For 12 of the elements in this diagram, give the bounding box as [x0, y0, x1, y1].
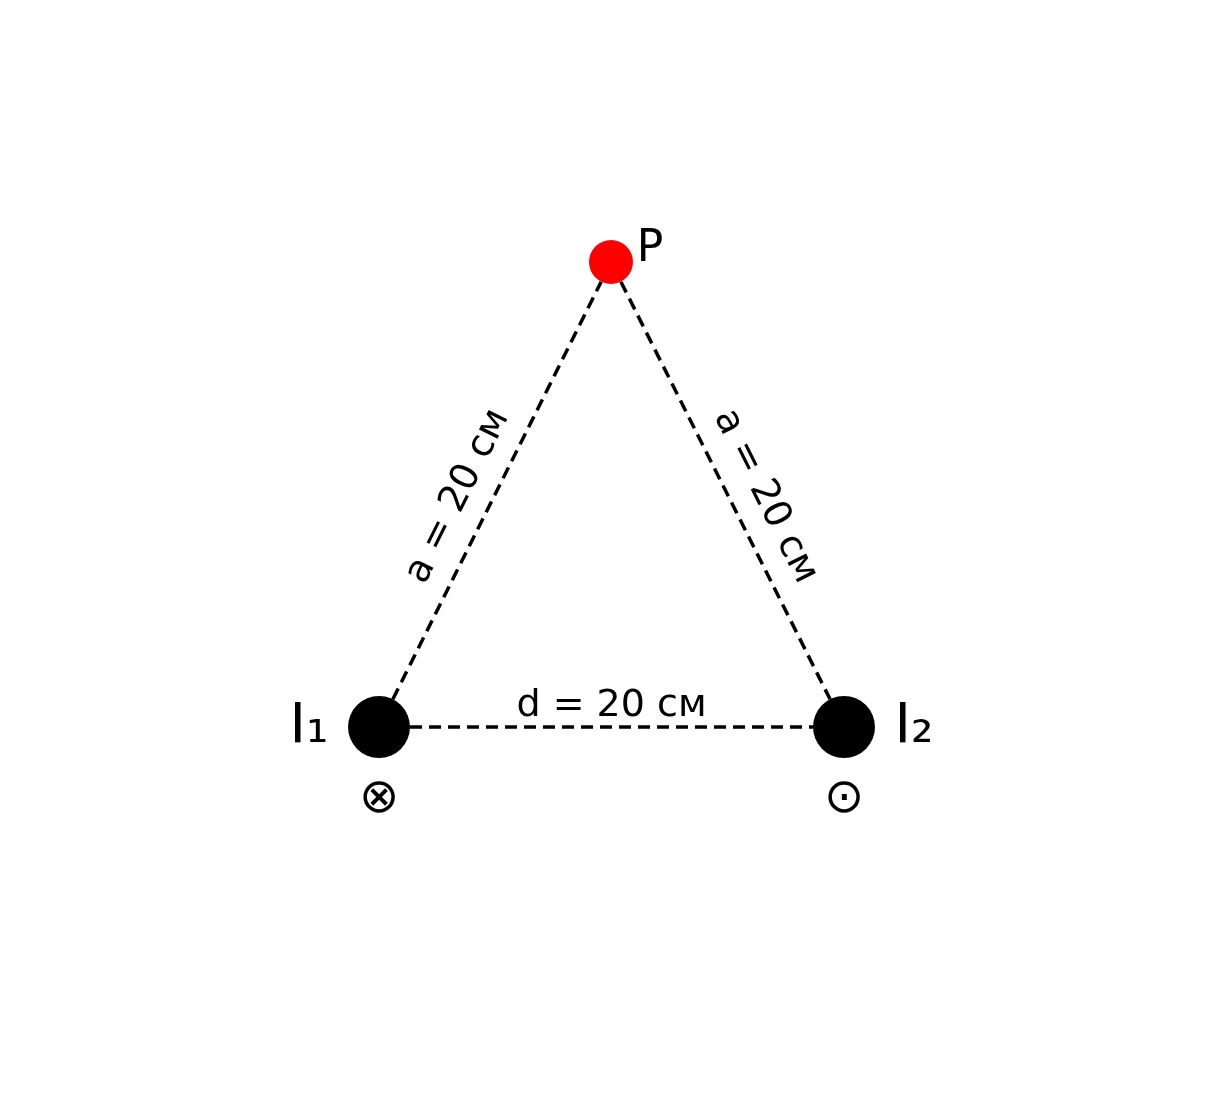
current-label: I₁: [289, 695, 329, 751]
dashed-line: [410, 725, 813, 729]
point-marker: [589, 240, 633, 284]
dashed-line: [619, 280, 832, 701]
dashed-line: [391, 280, 603, 701]
edge-label: a = 20 см: [395, 401, 514, 588]
current-direction-symbol: ⊙: [823, 771, 865, 819]
edge-label: d = 20 см: [516, 684, 707, 722]
point-label: P: [636, 224, 664, 268]
edge-label: a = 20 см: [708, 401, 828, 588]
current-label: I₂: [894, 695, 934, 751]
current-direction-symbol: ⊗: [358, 771, 400, 819]
